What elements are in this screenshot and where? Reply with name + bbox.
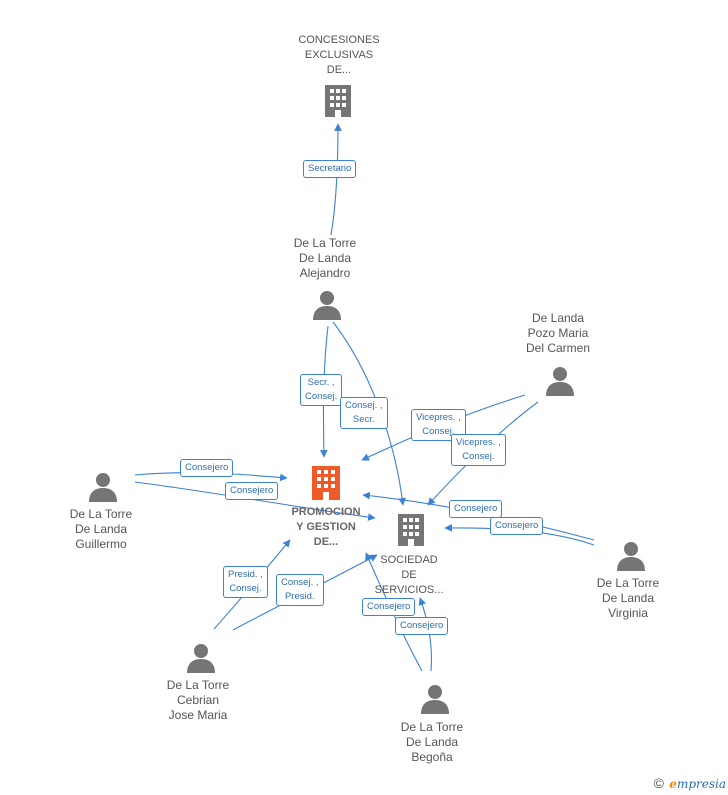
edge-label-vicepres-2[interactable]: Vicepres. , Consej. xyxy=(451,434,506,466)
edge-label-line: Consej. xyxy=(462,451,495,462)
label-line: DE... xyxy=(326,64,352,76)
edge-label-line: Consej. xyxy=(422,426,455,437)
label-line: De Landa xyxy=(601,591,655,605)
edge-label-consejero-v1[interactable]: Consejero xyxy=(449,500,503,518)
label-line: Alejandro xyxy=(299,266,351,280)
node-label-begona[interactable]: De La Torre De Landa Begoña xyxy=(372,720,492,765)
edge-label-line: Secretario xyxy=(308,163,352,174)
label-line: Begoña xyxy=(411,750,453,764)
edge-label-consej-secr[interactable]: Consej. , Secr. xyxy=(340,397,388,429)
edge-label-line: Vicepres. , xyxy=(416,412,461,423)
edge-label-line: Consejero xyxy=(454,503,498,514)
edge-label-consejero-b2[interactable]: Consejero xyxy=(395,617,449,635)
node-label-cebrian[interactable]: De La Torre Cebrian Jose Maria xyxy=(138,678,258,723)
person-icon xyxy=(89,473,117,502)
building-icon xyxy=(398,514,424,546)
building-main-icon xyxy=(312,466,340,500)
edge-label-consejero-v2[interactable]: Consejero xyxy=(490,517,544,535)
node-label-guillermo[interactable]: De La Torre De Landa Guillermo xyxy=(41,507,161,552)
edge-label-line: Consej. xyxy=(305,391,338,402)
label-line: De La Torre xyxy=(166,678,230,692)
label-line: De La Torre xyxy=(69,507,133,521)
edge-label-line: Presid. , xyxy=(228,569,263,580)
node-label-concesiones[interactable]: CONCESIONES EXCLUSIVAS DE... xyxy=(279,33,399,78)
building-icon xyxy=(325,85,351,117)
edge-label-line: Consej. xyxy=(229,583,262,594)
label-line: Del Carmen xyxy=(525,341,591,355)
label-line: De La Torre xyxy=(293,236,357,250)
edge-label-line: Consejero xyxy=(185,462,229,473)
nodes xyxy=(89,85,645,714)
label-line: De Landa xyxy=(531,311,585,325)
person-icon xyxy=(313,291,341,320)
label-line: PROMOCION xyxy=(291,506,361,518)
edge-label-secr-consej[interactable]: Secr. , Consej. xyxy=(300,374,343,406)
person-icon xyxy=(617,542,645,571)
brand-logo: empresia xyxy=(669,777,726,791)
label-line: Virginia xyxy=(608,606,648,620)
brand-footer[interactable]: © empresia xyxy=(654,775,726,791)
node-label-sociedad[interactable]: SOCIEDAD DE SERVICIOS... xyxy=(349,553,469,598)
edge-label-line: Consej. , xyxy=(281,577,319,588)
edge-label-consejero-g1[interactable]: Consejero xyxy=(180,459,234,477)
label-line: De La Torre xyxy=(596,576,660,590)
node-label-pozo[interactable]: De Landa Pozo Maria Del Carmen xyxy=(498,311,618,356)
edge-label-line: Secr. , xyxy=(307,377,335,388)
label-line: CONCESIONES xyxy=(298,34,380,46)
edge-label-line: Consejero xyxy=(495,520,539,531)
label-line: Guillermo xyxy=(75,537,127,551)
edge-label-consejero-b1[interactable]: Consejero xyxy=(362,598,416,616)
person-icon xyxy=(421,685,449,714)
edge-label-line: Consejero xyxy=(367,601,411,612)
edge-label-line: Consej. , xyxy=(345,400,383,411)
edge-label-presid-consej[interactable]: Presid. , Consej. xyxy=(223,566,268,598)
edge-label-line: Secr. xyxy=(352,414,375,425)
brand-logo-e: e xyxy=(669,777,677,791)
copyright-symbol: © xyxy=(653,775,664,791)
edge-alejandro-concesiones xyxy=(330,123,342,236)
label-line: DE... xyxy=(313,536,339,548)
label-line: Jose Maria xyxy=(168,708,228,722)
person-icon xyxy=(546,367,574,396)
edge-label-line: Consejero xyxy=(400,620,444,631)
edge-label-consejero-g2[interactable]: Consejero xyxy=(225,482,279,500)
edge-label-secretario[interactable]: Secretario xyxy=(303,160,357,178)
label-line: De La Torre xyxy=(400,720,464,734)
label-line: De Landa xyxy=(298,251,352,265)
edge-label-line: Consejero xyxy=(230,485,274,496)
person-icon xyxy=(187,644,215,673)
edge-label-line: Presid. xyxy=(284,591,315,602)
label-line: Cebrian xyxy=(176,693,220,707)
edge-label-consej-presid[interactable]: Consej. , Presid. xyxy=(276,574,324,606)
label-line: EXCLUSIVAS xyxy=(304,49,374,61)
label-line: De Landa xyxy=(74,522,128,536)
label-line: Y GESTION xyxy=(296,521,356,533)
label-line: DE xyxy=(401,569,417,581)
label-line: SOCIEDAD xyxy=(380,554,438,566)
label-line: SERVICIOS... xyxy=(374,584,444,596)
edge-label-line: Vicepres. , xyxy=(456,437,501,448)
brand-logo-text: mpresia xyxy=(676,777,726,791)
label-line: Pozo Maria xyxy=(527,326,589,340)
node-label-promocion[interactable]: PROMOCION Y GESTION DE... xyxy=(266,505,386,550)
label-line: De Landa xyxy=(405,735,459,749)
node-label-alejandro[interactable]: De La Torre De Landa Alejandro xyxy=(265,236,385,281)
edge-guillermo-sociedad xyxy=(134,481,376,521)
node-label-virginia[interactable]: De La Torre De Landa Virginia xyxy=(568,576,688,621)
